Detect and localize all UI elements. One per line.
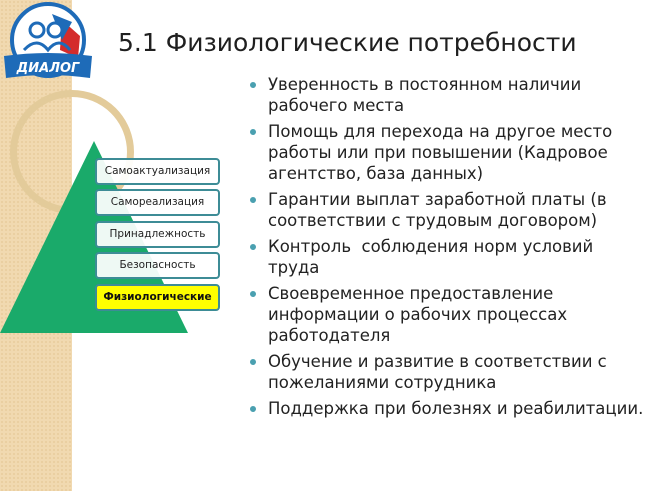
pyramid-level-belonging: Принадлежность [95,221,220,248]
bullet-icon [250,82,256,88]
pyramid-level-safety: Безопасность [95,252,220,279]
bullet-icon [250,197,256,203]
list-item: Контроль соблюдения норм условий труда [248,236,648,278]
slide-title: 5.1 Физиологические потребности [118,28,577,57]
dialog-logo: ДИАЛОГ [4,2,92,78]
bullet-icon [250,359,256,365]
bullet-icon [250,406,256,412]
bullet-icon [250,129,256,135]
list-item: Своевременное предоставление информации … [248,283,648,346]
list-item: Поддержка при болезнях и реабилитации. [248,398,648,419]
bullet-icon [250,244,256,250]
bullet-icon [250,291,256,297]
pyramid-level-self-actualization: Самоактуализация [95,158,220,185]
bullet-list: Уверенность в постоянном наличии рабочег… [248,74,648,424]
pyramid-level-self-realization: Самореализация [95,189,220,216]
list-item: Обучение и развитие в соответствии с пож… [248,351,648,393]
list-item: Уверенность в постоянном наличии рабочег… [248,74,648,116]
svg-text:ДИАЛОГ: ДИАЛОГ [16,61,80,76]
list-item: Помощь для перехода на другое место рабо… [248,121,648,184]
pyramid-level-physiological: Физиологические [95,284,220,311]
list-item: Гарантии выплат заработной платы (в соот… [248,189,648,231]
